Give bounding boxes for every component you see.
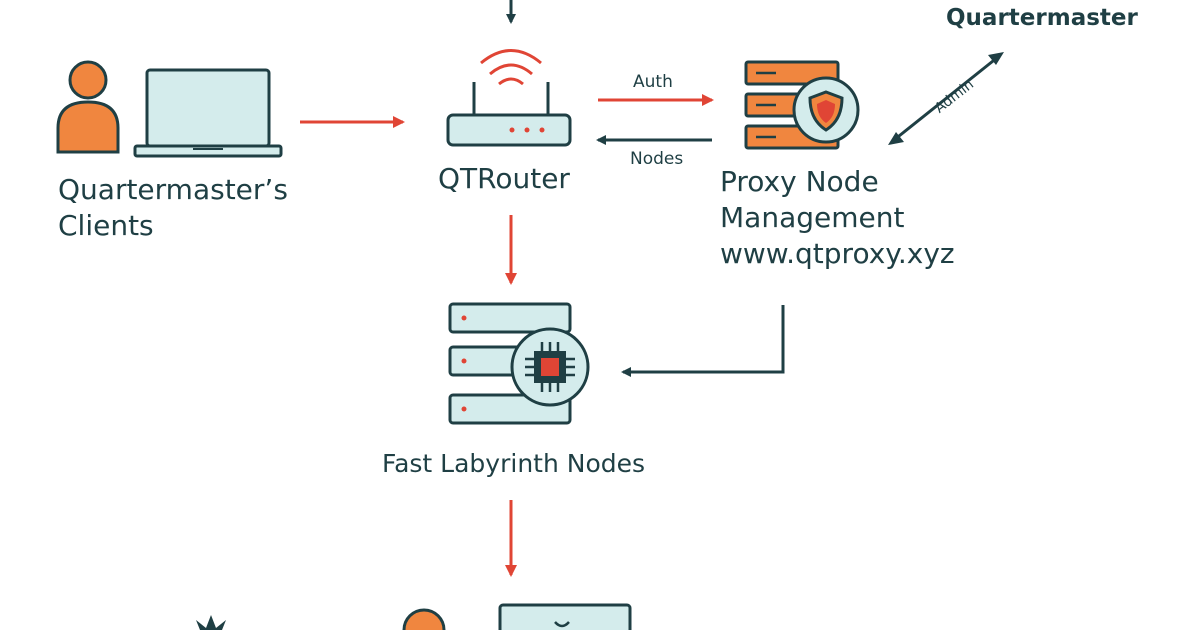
proxy-to-labyrinth-arrow: [621, 305, 785, 377]
bottom-monitor-icon: [498, 603, 632, 630]
router-icon: [446, 49, 572, 147]
person-icon: [56, 60, 120, 154]
admin-arrow-line: [893, 55, 999, 142]
server-chip-icon: [448, 302, 590, 425]
admin-arrow-head-top: [988, 52, 1004, 65]
bottom-person-icon: [402, 608, 446, 630]
server-shield-icon: [744, 60, 860, 150]
laptop-icon: [133, 68, 283, 158]
bottom-left-starburst-icon: [196, 615, 226, 630]
admin-arrow-head-bottom: [888, 132, 904, 145]
